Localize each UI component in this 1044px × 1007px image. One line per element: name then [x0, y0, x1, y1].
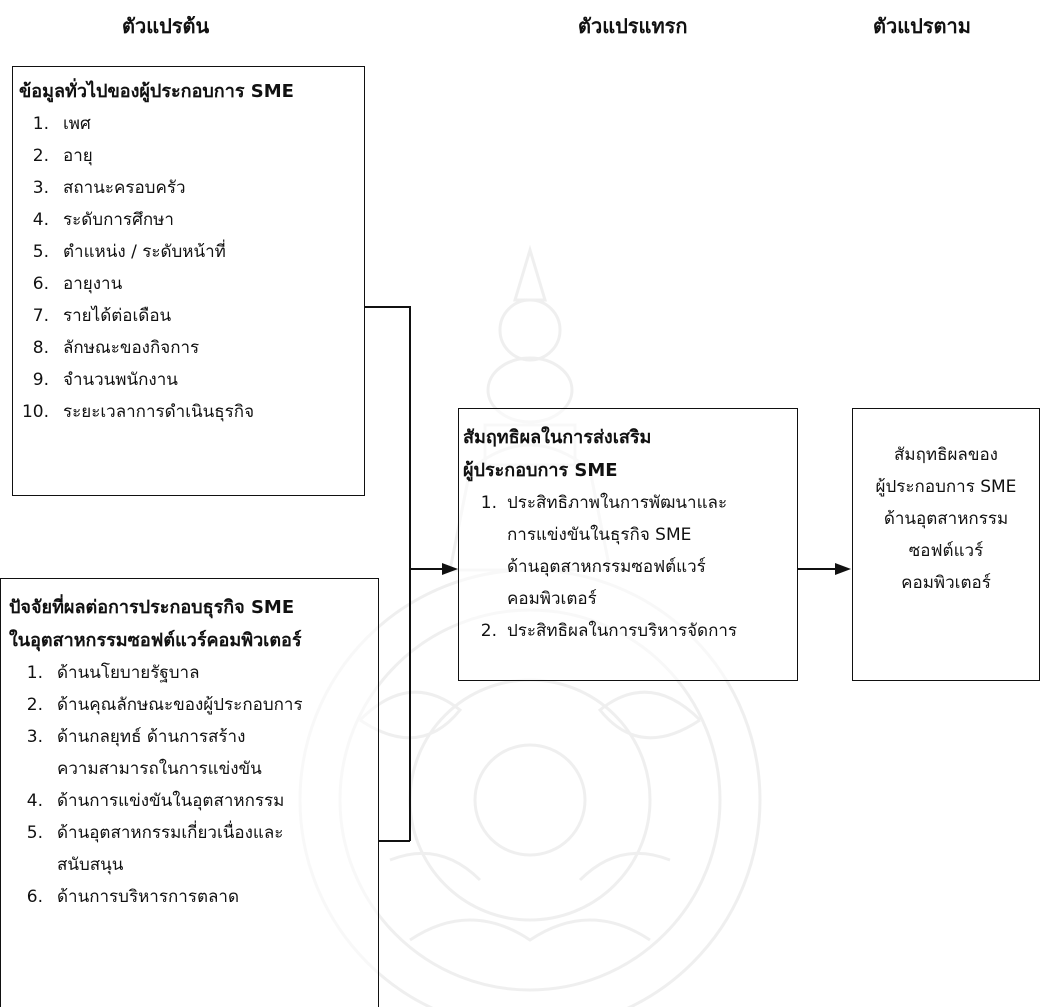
header-dependent-variables: ตัวแปรตาม: [873, 14, 971, 38]
list-item: 6.อายุงาน: [32, 274, 123, 294]
list-item-continuation: การแข่งขันในธุรกิจ SME: [507, 525, 692, 545]
dependent-line-4: ซอฟต์แวร์: [908, 541, 984, 561]
list-item: 10.ระยะเวลาการดำเนินธุรกิจ: [21, 402, 255, 422]
dependent-line-3: ด้านอุตสาหกรรม: [883, 509, 1009, 529]
factors-title-line2: ในอุตสาหกรรมซอฟต์แวร์คอมพิวเตอร์: [9, 630, 302, 651]
mediator-title-line2: ผู้ประกอบการ SME: [463, 460, 618, 481]
list-item: 7.รายได้ต่อเดือน: [32, 306, 172, 326]
mediator-list: 1.ประสิทธิภาพในการพัฒนาและ การแข่งขันในธ…: [463, 487, 797, 647]
list-item: 2.อายุ: [32, 146, 93, 166]
factors-title-line1: ปัจจัยที่ผลต่อการประกอบธุรกิจ SME: [9, 597, 295, 618]
list-item: 6.ด้านการบริหารการตลาด: [26, 887, 239, 907]
list-item: 3.ด้านกลยุทธ์ ด้านการสร้าง: [26, 727, 246, 747]
list-item: 5.ด้านอุตสาหกรรมเกี่ยวเนื่องและ: [26, 823, 284, 843]
mediator-box: สัมฤทธิผลในการส่งเสริม ผู้ประกอบการ SME …: [458, 408, 798, 681]
factors-list: 1.ด้านนโยบายรัฐบาล 2.ด้านคุณลักษณะของผู้…: [9, 657, 378, 913]
list-item: 4.ด้านการแข่งขันในอุตสาหกรรม: [26, 791, 285, 811]
list-item: 1.ประสิทธิภาพในการพัฒนาและ: [480, 493, 728, 513]
list-item: 1.เพศ: [32, 114, 91, 134]
list-item-continuation: คอมพิวเตอร์: [507, 589, 597, 609]
general-info-list: 1.เพศ 2.อายุ 3.สถานะครอบครัว 4.ระดับการศ…: [19, 108, 364, 428]
header-mediator-variables: ตัวแปรแทรก: [578, 14, 688, 38]
dependent-box: สัมฤทธิผลของ ผู้ประกอบการ SME ด้านอุตสาห…: [852, 408, 1040, 681]
list-item: 8.ลักษณะของกิจการ: [32, 338, 200, 358]
dependent-line-5: คอมพิวเตอร์: [901, 573, 991, 593]
list-item: 3.สถานะครอบครัว: [32, 178, 186, 198]
arrow-to-dependent: [835, 563, 851, 575]
header-independent-variables: ตัวแปรต้น: [122, 14, 210, 38]
connector-top: [365, 306, 410, 308]
mediator-title-line1: สัมฤทธิผลในการส่งเสริม: [463, 427, 652, 448]
connector-bottom: [379, 840, 410, 842]
list-item-continuation: ด้านอุตสาหกรรมซอฟต์แวร์: [507, 557, 706, 577]
list-item-continuation: สนับสนุน: [57, 855, 124, 875]
connector-to-mediator: [410, 568, 442, 570]
list-item: 9.จำนวนพนักงาน: [32, 370, 178, 390]
list-item: 2.ประสิทธิผลในการบริหารจัดการ: [480, 621, 738, 641]
list-item: 4.ระดับการศึกษา: [32, 210, 174, 230]
list-item-continuation: ความสามารถในการแข่งขัน: [57, 759, 262, 779]
connector-to-dependent: [798, 568, 835, 570]
arrow-to-mediator: [442, 563, 458, 575]
factors-box: ปัจจัยที่ผลต่อการประกอบธุรกิจ SME ในอุตส…: [0, 578, 379, 1007]
dependent-line-2: ผู้ประกอบการ SME: [875, 477, 1017, 497]
list-item: 2.ด้านคุณลักษณะของผู้ประกอบการ: [26, 695, 303, 715]
general-info-title: ข้อมูลทั่วไปของผู้ประกอบการ SME: [19, 81, 294, 102]
list-item: 5.ตำแหน่ง / ระดับหน้าที่: [32, 242, 226, 262]
dependent-line-1: สัมฤทธิผลของ: [894, 445, 998, 465]
general-info-box: ข้อมูลทั่วไปของผู้ประกอบการ SME 1.เพศ 2.…: [12, 66, 365, 496]
list-item: 1.ด้านนโยบายรัฐบาล: [26, 663, 200, 683]
connector-vertical: [409, 306, 411, 841]
